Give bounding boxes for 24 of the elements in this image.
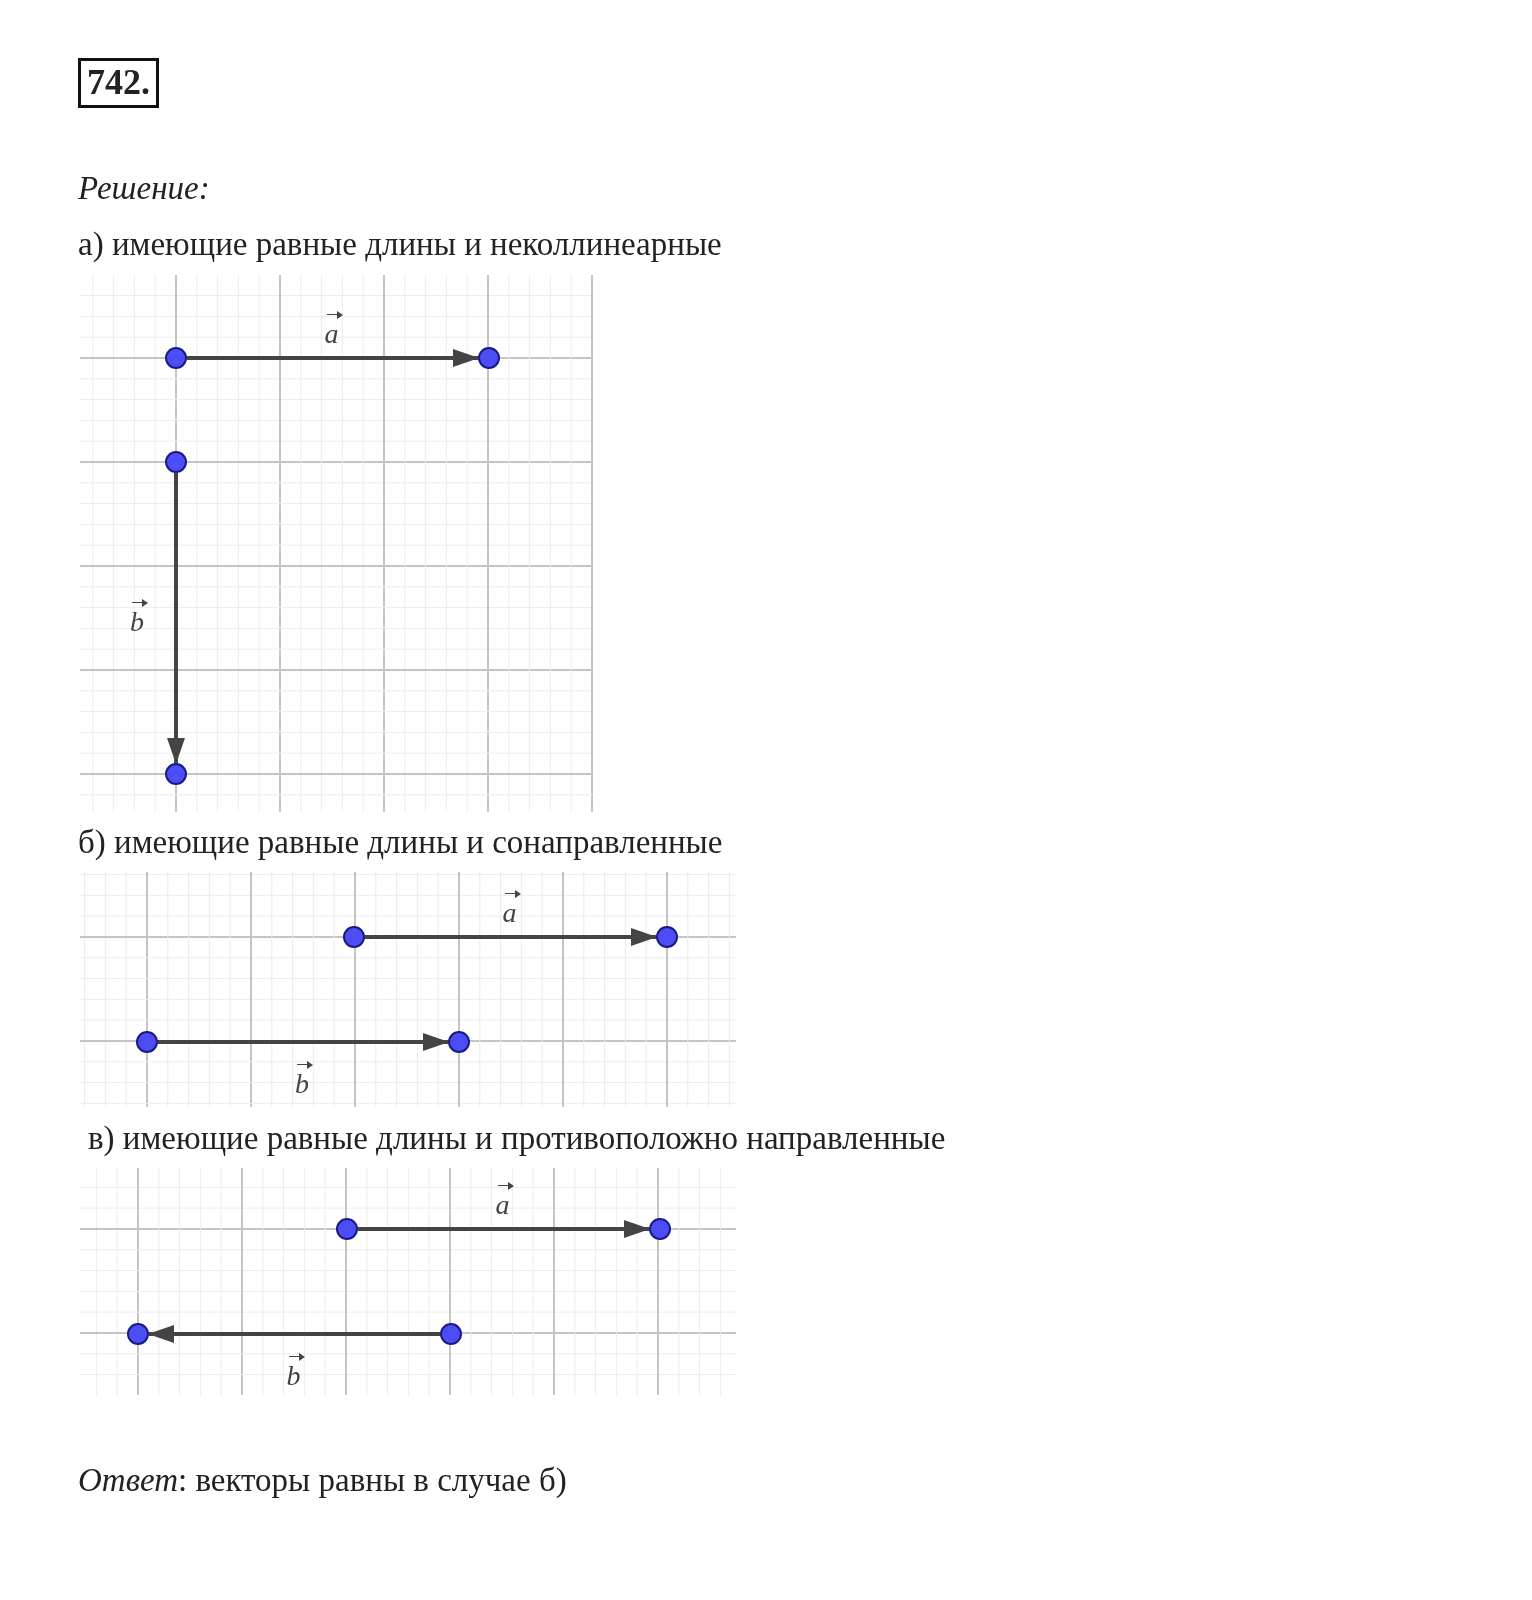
point-dot [165,451,187,473]
point-dot [478,347,500,369]
item-text: в) имеющие равные длины и противоположно направленные [88,1120,946,1157]
point-dot [136,1031,158,1053]
heading: Решение: [78,170,210,207]
item-text: б) имеющие равные длины и сонаправленные [78,824,723,861]
point-dot [656,926,678,948]
point-dot [649,1218,671,1240]
vector-arrow [365,928,657,946]
point-dot [440,1323,462,1345]
vector-arrow [187,349,479,367]
item-text: а) имеющие равные длины и неколлинеарные [78,226,722,263]
answer-text: Ответ: векторы равны в случае б) [78,1462,567,1499]
point-dot [165,763,187,785]
vector-arrow [148,1325,440,1343]
problem-number: 742. [78,58,159,108]
point-dot [165,347,187,369]
point-dot [336,1218,358,1240]
point-dot [127,1323,149,1345]
point-dot [448,1031,470,1053]
vector-arrow [158,1033,449,1051]
vector-arrow [358,1220,650,1238]
point-dot [343,926,365,948]
vector-arrow [167,473,185,764]
